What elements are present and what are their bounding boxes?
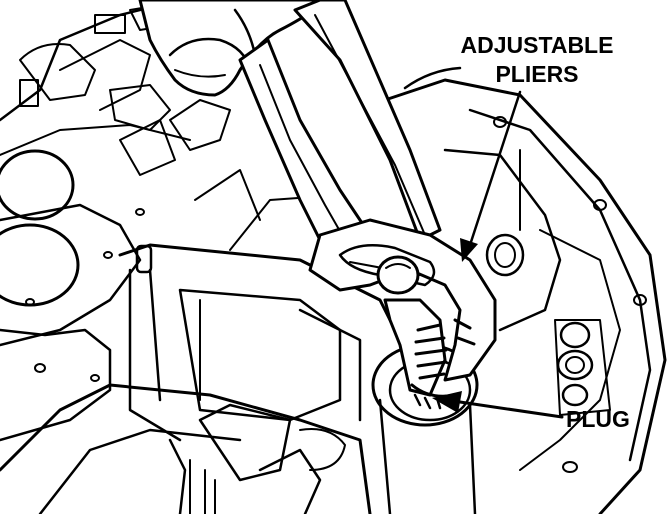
callout-plug: PLUG [432,391,630,432]
gasket-openings [0,149,145,382]
transmission-case [383,78,667,514]
callout-label-adjustable: ADJUSTABLE [461,32,614,58]
callout-adjustable-pliers: ADJUSTABLE PLIERS [403,32,614,262]
callout-label-pliers: PLIERS [495,61,578,87]
arrow-shaft [458,400,564,419]
adjustable-pliers-tool [238,0,497,397]
arrow-shaft [468,90,522,247]
arrowhead-icon [460,238,478,262]
leader-line [403,66,462,90]
gasket-surface [0,203,142,347]
arrowhead-icon [432,391,462,413]
valve-body-plate [0,0,231,176]
callout-label-plug: PLUG [566,406,630,432]
lower-housing [0,383,372,514]
case-body [118,169,402,442]
